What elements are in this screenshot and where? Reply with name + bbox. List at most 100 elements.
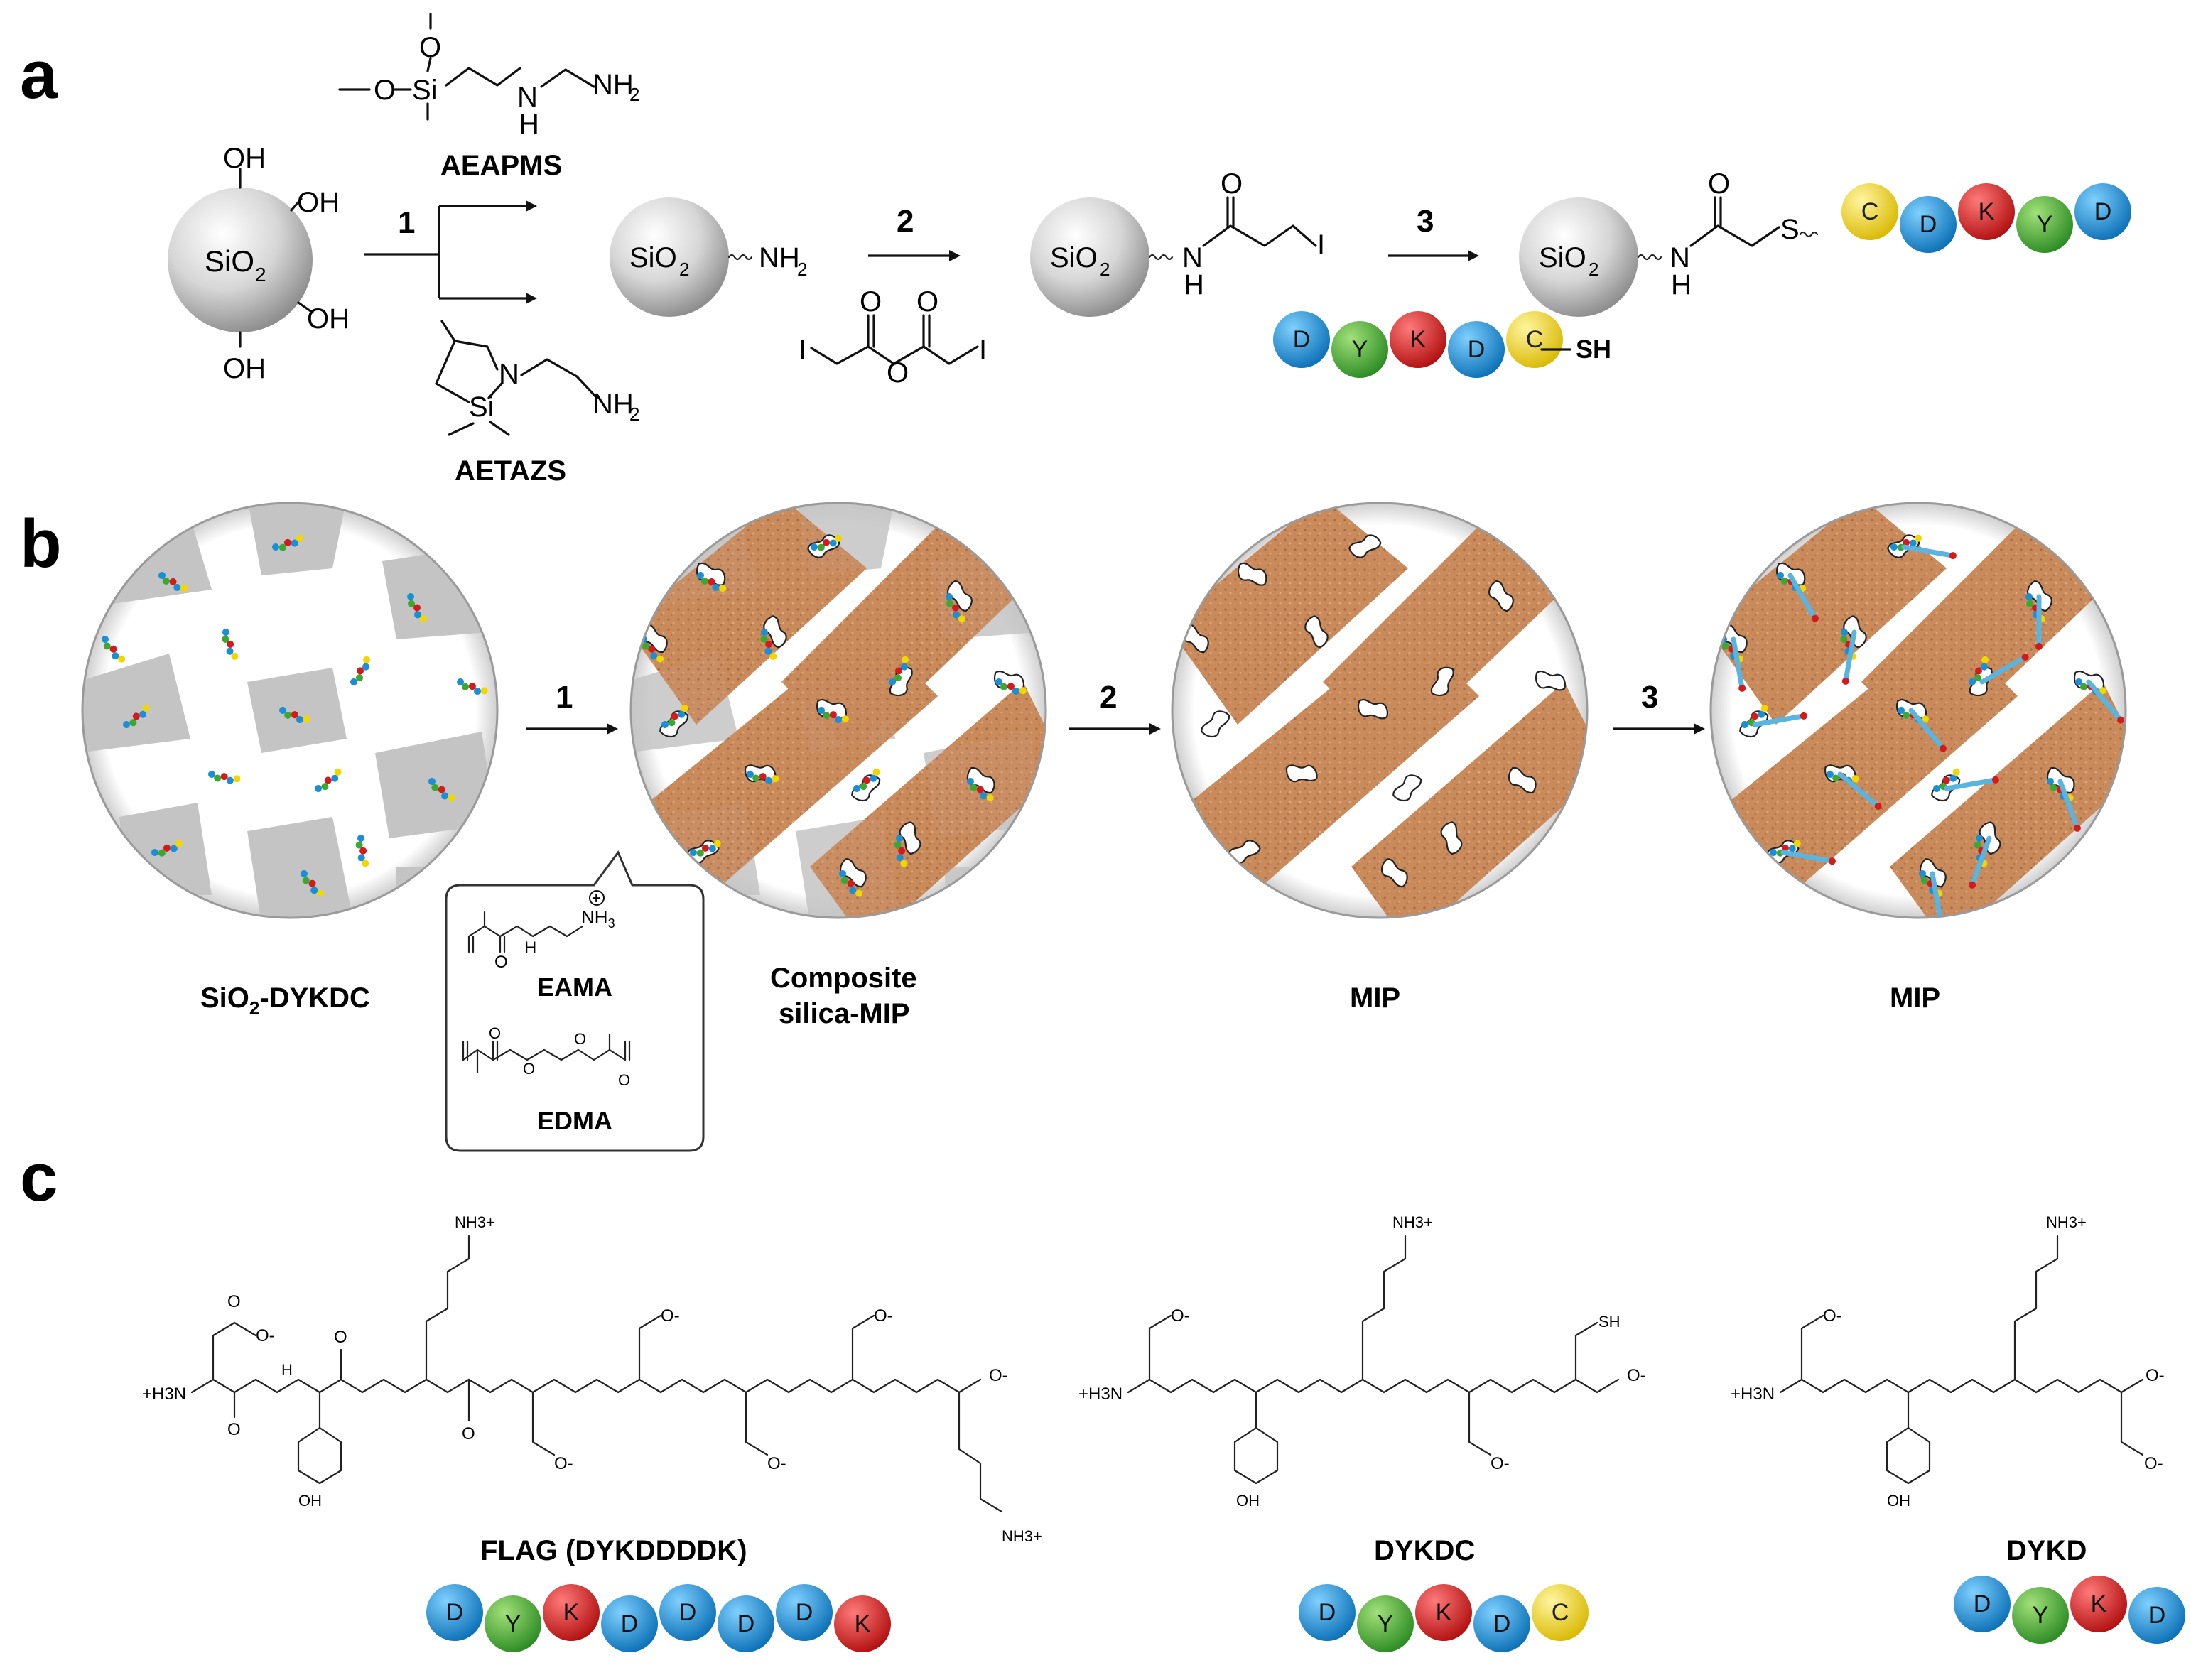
iodo-h: H	[1184, 269, 1204, 300]
flag-h1: H	[281, 1361, 293, 1379]
anhydride-o-bridge: O	[887, 357, 909, 389]
flag-h3n: +H3N	[142, 1384, 186, 1404]
silica-nh2-amine-sub: 2	[797, 259, 807, 280]
aeapms-o1: O	[374, 75, 396, 106]
flag-asp3-coo: O-	[661, 1306, 680, 1326]
free-peptide-bead-label-2: K	[1410, 326, 1427, 353]
aeapms-nh2-sub: 2	[629, 84, 639, 105]
reagent-aeapms-label: AEAPMS	[440, 150, 562, 181]
aeapms-n: N	[517, 82, 538, 113]
silica-sphere-iodoacetyl: SiO 2 N H O I	[1030, 168, 1325, 317]
eama-o: O	[494, 953, 508, 972]
dykd-asp2-coo: O-	[2144, 1454, 2163, 1473]
iodo-i: I	[1317, 229, 1325, 261]
aeapms-nh2: NH	[593, 69, 634, 100]
silica-nh2-amine: NH	[759, 242, 800, 273]
edma-structure: O O O O EDMA	[462, 1024, 630, 1135]
aetazs-nh2: NH	[593, 389, 634, 420]
panel-label-c: c	[20, 1139, 58, 1215]
flag-bead-label-1: Y	[505, 1610, 521, 1637]
disc2-label-line1: Composite	[770, 963, 917, 994]
anhydride-i-right: I	[979, 335, 987, 366]
flag-bead-label-6: D	[796, 1599, 813, 1626]
dykd-bead-0: D	[1954, 1576, 2011, 1632]
disc-mip-rebound	[1709, 502, 2127, 919]
oh-top: OH	[223, 143, 266, 174]
flag-lys2-nh3: NH3+	[1002, 1527, 1042, 1545]
reagent-aetazs-label: AETAZS	[455, 455, 566, 487]
disc-sio2-dykdc	[81, 502, 499, 919]
dykdc-bead-label-4: C	[1552, 1599, 1569, 1626]
dykd-bead-3: D	[2128, 1587, 2185, 1644]
dykd-c-term: O-	[2146, 1366, 2165, 1385]
oh-bottom: OH	[223, 353, 266, 384]
dykdc-bead-label-3: D	[1493, 1610, 1511, 1637]
aeapms-h: H	[519, 109, 539, 140]
dykdc-bead-4: C	[1532, 1584, 1589, 1641]
eama-plus: +	[592, 889, 601, 907]
flag-peptide-structure: +H3N O O O- H OH O NH3+ O O- O- O- O-	[142, 1213, 1042, 1545]
panel-c: +H3N O O O- H OH O NH3+ O O- O- O- O-	[142, 1213, 2185, 1652]
monomer-edma-label: EDMA	[537, 1106, 612, 1135]
free-peptide-bead-4: C	[1506, 311, 1563, 368]
silica-sub: 2	[255, 264, 266, 286]
attached-peptide-bead-label-4: D	[2094, 198, 2112, 225]
step3-label: 3	[1417, 204, 1434, 239]
flag-bead-label-7: K	[855, 1610, 871, 1637]
dykdc-structure: +H3N O- OH NH3+ O- SH O-	[1078, 1213, 1646, 1510]
pep-h: H	[1671, 269, 1692, 300]
free-peptide-bead-0: D	[1273, 311, 1330, 368]
dykd-bead-label-1: Y	[2033, 1602, 2049, 1629]
aetazs-n: N	[499, 359, 519, 390]
peptide-name-dykd: DYKD	[2006, 1535, 2087, 1566]
step1-fork-arrow: 1	[364, 200, 537, 304]
dykdc-bead-label-2: K	[1436, 1599, 1452, 1626]
free-peptide-bead-label-1: Y	[1352, 336, 1368, 363]
attached-peptide-bead-1: D	[1900, 196, 1957, 253]
edma-o2: O	[523, 1060, 535, 1078]
dykdc-bead-0: D	[1299, 1584, 1356, 1641]
dykdc-h3n: +H3N	[1078, 1384, 1122, 1404]
eama-h: H	[524, 938, 536, 958]
silica-sphere-oh: SiO 2 OH OH OH OH	[168, 143, 350, 384]
step1-label: 1	[398, 205, 415, 240]
flag-bead-label-4: D	[679, 1599, 697, 1626]
iodoacetic-anhydride: I O O O I	[799, 286, 987, 389]
panel-label-b: b	[20, 506, 62, 582]
silica-iodo-sub: 2	[1100, 259, 1110, 280]
attached-peptide-bead-2: K	[1958, 183, 2015, 240]
free-peptide-bead-2: K	[1390, 311, 1446, 368]
flag-bead-6: D	[776, 1584, 833, 1641]
peptide-name-flag: FLAG (DYKDDDDK)	[480, 1535, 747, 1566]
flag-bead-7: K	[834, 1595, 891, 1652]
silica-sphere-nh2: SiO 2 NH 2	[610, 197, 807, 317]
panel-b: 1 2 3 SiO2-DYKDC Composite silica-MIP MI…	[81, 502, 2127, 1152]
aeapms-si: Si	[412, 75, 438, 106]
free-peptide-bead-1: Y	[1331, 321, 1388, 378]
attached-peptide-bead-label-1: D	[1920, 211, 1937, 238]
flag-asp1-o: O	[227, 1292, 241, 1311]
dykd-lys-nh3: NH3+	[2046, 1213, 2087, 1231]
pep-n: N	[1670, 242, 1690, 273]
flag-asp1-coo: O-	[256, 1326, 275, 1345]
silica-label: SiO	[205, 244, 254, 278]
flag-bead-label-0: D	[446, 1599, 464, 1626]
dykd-bead-1: Y	[2012, 1587, 2069, 1644]
dykdc-tyr-oh: OH	[1236, 1492, 1260, 1510]
panel-b-step2: 2	[1100, 680, 1117, 715]
flag-asp2-coo: O-	[554, 1454, 573, 1473]
dykdc-bead-label-1: Y	[1378, 1610, 1394, 1637]
flag-bead-4: D	[659, 1584, 716, 1641]
attached-peptide-bead-label-3: Y	[2037, 211, 2053, 238]
free-peptide-bead-label-4: C	[1526, 326, 1544, 353]
aetazs-nh2-sub: 2	[629, 403, 639, 425]
oh-right-bottom: OH	[307, 303, 350, 335]
free-peptide-bead-label-0: D	[1293, 326, 1311, 353]
dykd-tyr-oh: OH	[1887, 1492, 1910, 1510]
flag-c-term: O-	[989, 1366, 1008, 1385]
flag-asp5-coo: O-	[874, 1306, 893, 1326]
dykdc-asp2-coo: O-	[1491, 1454, 1510, 1473]
dykd-bead-label-3: D	[2148, 1602, 2166, 1629]
